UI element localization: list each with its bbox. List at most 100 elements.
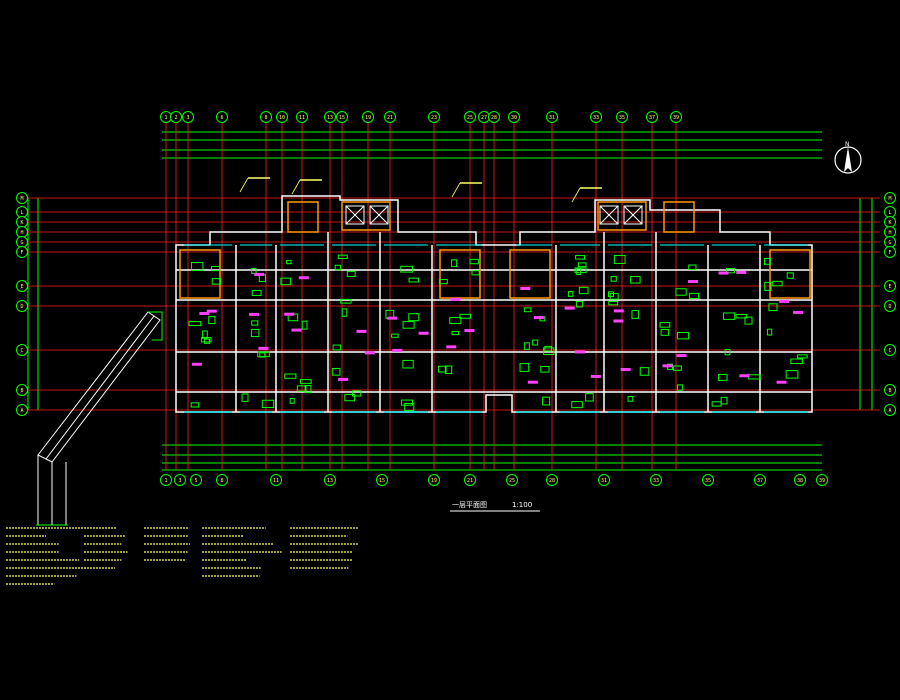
drawing-title: 一层平面图 [452, 501, 487, 509]
north-arrow: N [834, 141, 862, 174]
room-fixture [251, 268, 257, 275]
room-fixture [451, 259, 458, 267]
grid-label: G [888, 240, 891, 246]
room-fixture [724, 349, 731, 356]
grid-bubble-top: 15 [336, 111, 348, 123]
room-fixture [304, 384, 312, 394]
grid-label: 13 [327, 478, 333, 484]
grid-bubble-right: H [884, 226, 896, 238]
drawing-scale: 1:100 [512, 501, 532, 509]
elevator-shafts [345, 205, 643, 225]
drawing-title-block: 一层平面图 1:100 [450, 501, 540, 512]
room-fixture [341, 308, 348, 317]
grid-bubble-right: F [884, 246, 896, 258]
room-fixture [627, 395, 634, 402]
furniture-block [450, 297, 461, 301]
room-fixture [352, 390, 362, 397]
furniture-block [291, 328, 302, 332]
room-fixture [337, 254, 348, 260]
grid-bubble-left: M [16, 192, 28, 204]
room-fixture [344, 394, 356, 402]
room-fixture [639, 367, 650, 376]
north-label: N [845, 141, 850, 148]
grid-bubble-bottom: 11 [270, 474, 282, 486]
room-fixture [438, 278, 448, 285]
room-fixture [567, 291, 574, 297]
furniture-block [662, 364, 673, 368]
grid-bubble-top: 11 [296, 111, 308, 123]
grid-label: 15 [379, 478, 385, 484]
grid-label: M [20, 196, 23, 202]
room-fixture [188, 321, 202, 327]
grid-bubble-top: 1 [160, 111, 172, 123]
grid-label: H [888, 230, 891, 236]
furniture-block [620, 368, 631, 372]
grid-label: 31 [601, 478, 607, 484]
grid-label: 35 [619, 115, 625, 121]
grid-label: 39 [819, 478, 825, 484]
grid-bubble-bottom: 13 [324, 474, 336, 486]
room-fixture [544, 345, 553, 352]
furniture-block [387, 316, 398, 320]
grid-label: E [20, 284, 23, 290]
furniture-block [779, 299, 790, 303]
furniture-block [613, 309, 624, 313]
annotation-leader [571, 187, 581, 203]
room-fixture [540, 365, 550, 373]
room-fixture [285, 260, 292, 265]
grid-bubble-left: A [16, 404, 28, 416]
grid-bubble-bottom: 31 [598, 474, 610, 486]
room-fixture [241, 393, 249, 402]
room-fixture [340, 298, 352, 304]
grid-bubble-left: E [16, 280, 28, 292]
furniture-block [298, 276, 309, 280]
room-fixture [673, 365, 682, 371]
room-fixture [676, 331, 690, 340]
grid-label: 3 [186, 115, 189, 121]
grid-bubble-bottom: 37 [754, 474, 766, 486]
grid-bubble-right: L [884, 206, 896, 218]
grid-label: F [20, 250, 23, 256]
grid-label: 8 [264, 115, 267, 121]
room-fixture [785, 370, 799, 379]
room-fixture [204, 338, 211, 344]
furniture-block [446, 345, 457, 349]
grid-bubble-bottom: 39 [816, 474, 828, 486]
furniture-block [249, 312, 260, 316]
grid-bubble-bottom: 35 [702, 474, 714, 486]
room-fixture [251, 320, 259, 326]
room-fixture [735, 313, 748, 319]
room-fixture [585, 393, 594, 402]
furniture-block [258, 346, 269, 350]
room-fixture [767, 328, 773, 336]
grid-label: 6 [220, 115, 223, 121]
grid-label: 33 [593, 115, 599, 121]
room-fixture [299, 379, 312, 384]
room-fixture [190, 402, 200, 408]
room-fixture [459, 313, 472, 319]
room-fixture [797, 354, 808, 359]
grid-label: 15 [339, 115, 345, 121]
annotation-leader [291, 179, 301, 195]
building-walls [175, 195, 813, 413]
room-fixture [296, 385, 307, 392]
grid-label: 21 [467, 478, 473, 484]
grid-bubble-bottom: 21 [464, 474, 476, 486]
room-fixture [404, 402, 415, 412]
room-fixture [331, 367, 341, 376]
grid-label: H [20, 230, 23, 236]
furniture-block [364, 351, 375, 355]
grid-label: 19 [431, 478, 437, 484]
furniture-block [676, 354, 687, 358]
room-fixture [334, 264, 342, 271]
grid-label: K [20, 220, 23, 226]
room-fixture [576, 268, 582, 275]
grid-bubble-bottom: 5 [190, 474, 202, 486]
room-fixture [471, 270, 480, 276]
grid-bubble-right: K [884, 216, 896, 228]
room-fixture [523, 342, 530, 350]
grid-bubble-top: 13 [324, 111, 336, 123]
room-fixture [772, 280, 783, 287]
grid-bubble-left: F [16, 246, 28, 258]
room-fixture [722, 312, 736, 320]
